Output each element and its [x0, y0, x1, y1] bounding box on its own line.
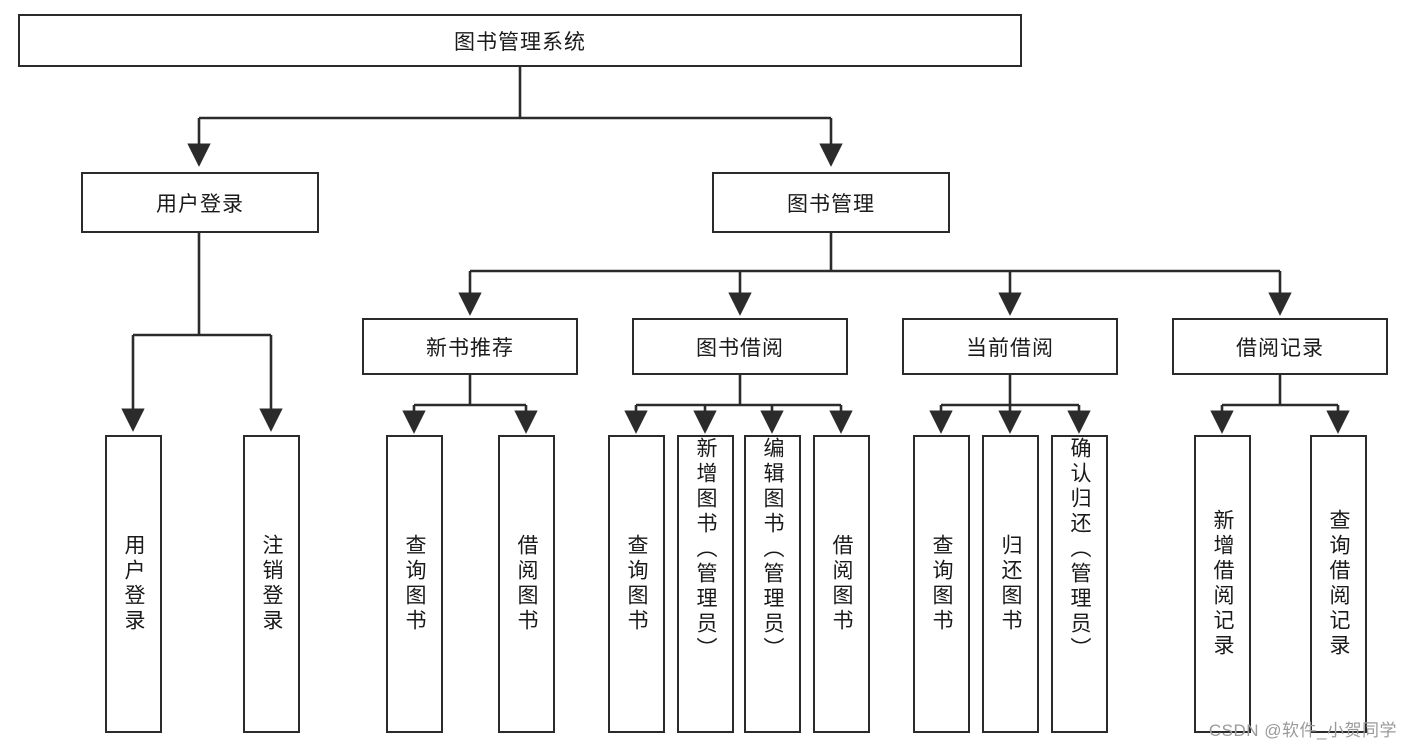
node-label: 确认归还（管理员） — [1068, 437, 1091, 662]
node-label: 用户登录 — [156, 192, 244, 216]
node-label: 用户登录 — [122, 534, 145, 634]
leaf-current-query-book[interactable]: 查询图书 — [913, 435, 970, 733]
watermark: CSDN @软件_小贺同学 — [1208, 721, 1397, 740]
node-root-library-system[interactable]: 图书管理系统 — [18, 14, 1022, 67]
node-label: 归还图书 — [999, 534, 1022, 634]
node-current-borrow[interactable]: 当前借阅 — [902, 318, 1118, 375]
leaf-recommend-borrow-book[interactable]: 借阅图书 — [498, 435, 555, 733]
node-label: 查询图书 — [403, 534, 426, 634]
leaf-current-confirm-return-admin[interactable]: 确认归还（管理员） — [1051, 435, 1108, 733]
leaf-current-return-book[interactable]: 归还图书 — [982, 435, 1039, 733]
leaf-record-add-record[interactable]: 新增借阅记录 — [1194, 435, 1251, 733]
node-label: 新增借阅记录 — [1211, 509, 1234, 659]
leaf-user-login-signout[interactable]: 注销登录 — [243, 435, 300, 733]
node-label: 借阅记录 — [1236, 336, 1324, 360]
node-book-management[interactable]: 图书管理 — [712, 172, 950, 233]
node-label: 编辑图书（管理员） — [761, 437, 784, 662]
node-label: 注销登录 — [260, 534, 283, 634]
leaf-borrow-add-book-admin[interactable]: 新增图书（管理员） — [677, 435, 734, 733]
leaf-record-query-record[interactable]: 查询借阅记录 — [1310, 435, 1367, 733]
node-label: 查询借阅记录 — [1327, 509, 1350, 659]
node-label: 借阅图书 — [830, 534, 853, 634]
node-label: 新书推荐 — [426, 336, 514, 360]
node-label: 当前借阅 — [966, 336, 1054, 360]
node-borrow-record[interactable]: 借阅记录 — [1172, 318, 1388, 375]
leaf-borrow-edit-book-admin[interactable]: 编辑图书（管理员） — [744, 435, 801, 733]
node-book-borrow[interactable]: 图书借阅 — [632, 318, 848, 375]
node-label: 新增图书（管理员） — [694, 437, 717, 662]
leaf-borrow-borrow-book[interactable]: 借阅图书 — [813, 435, 870, 733]
node-label: 图书管理系统 — [454, 30, 586, 54]
node-label: 查询图书 — [930, 534, 953, 634]
node-label: 图书借阅 — [696, 336, 784, 360]
node-label: 借阅图书 — [515, 534, 538, 634]
node-new-book-recommend[interactable]: 新书推荐 — [362, 318, 578, 375]
leaf-borrow-query-book[interactable]: 查询图书 — [608, 435, 665, 733]
node-label: 查询图书 — [625, 534, 648, 634]
leaf-user-login-signin[interactable]: 用户登录 — [105, 435, 162, 733]
node-label: 图书管理 — [787, 192, 875, 216]
node-user-login[interactable]: 用户登录 — [81, 172, 319, 233]
leaf-recommend-query-book[interactable]: 查询图书 — [386, 435, 443, 733]
